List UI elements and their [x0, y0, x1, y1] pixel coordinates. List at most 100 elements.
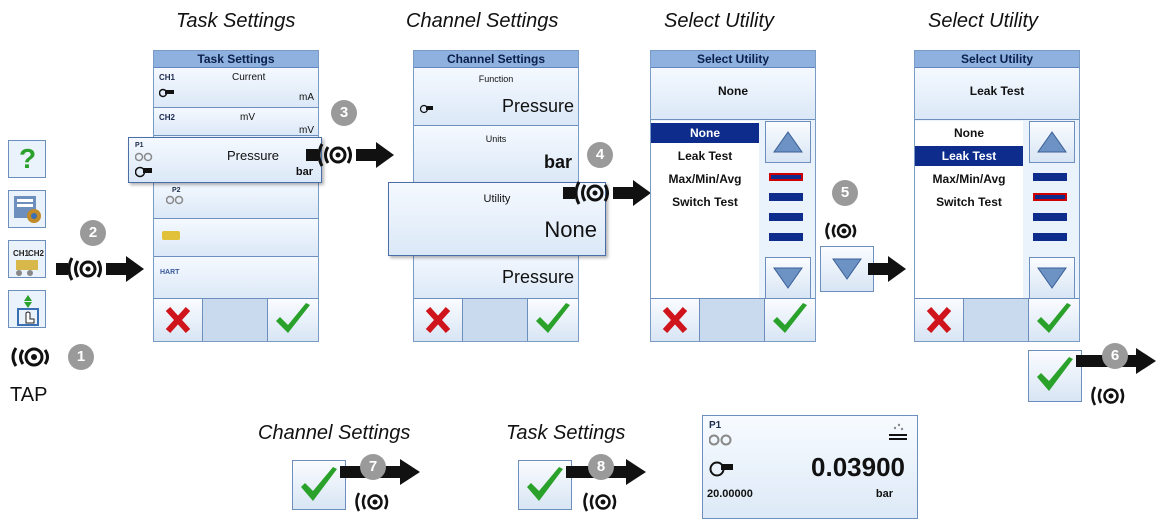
gauge-icon	[709, 461, 733, 477]
scroll-touch-button[interactable]	[8, 290, 46, 328]
ok-button-callout-7[interactable]	[292, 460, 346, 510]
check-icon	[276, 303, 310, 333]
popup-unit: bar	[295, 166, 313, 178]
function-row[interactable]: Function Pressure	[414, 68, 578, 126]
scroll-position-bar	[1033, 173, 1067, 181]
utility-option[interactable]: None	[651, 123, 759, 143]
tap-arrow-4	[563, 180, 651, 206]
utility-label: Utility	[483, 193, 511, 205]
scroll-down-button-callout[interactable]	[820, 246, 874, 292]
tap-gesture-icon	[825, 222, 857, 240]
sensor-icon	[166, 195, 184, 205]
scroll-up-button[interactable]	[765, 121, 811, 163]
tap-label: TAP	[10, 384, 48, 406]
cancel-button[interactable]	[154, 299, 203, 341]
utility-option[interactable]: Leak Test	[915, 146, 1023, 166]
check-icon	[527, 467, 563, 501]
caption-task-settings: Task Settings	[176, 10, 296, 32]
triangle-down-icon	[773, 267, 803, 289]
sidebar: ? CH1 CH2	[8, 140, 48, 340]
ch2-tag: CH2	[159, 113, 176, 122]
cancel-button[interactable]	[651, 299, 700, 341]
triangle-up-icon	[1037, 131, 1067, 153]
gauge-icon	[420, 104, 433, 114]
units-row[interactable]: Units bar	[414, 126, 578, 184]
ok-button[interactable]	[267, 299, 318, 341]
settings-button[interactable]	[8, 190, 46, 228]
step-6-badge: 6	[1102, 343, 1128, 369]
sensor-module-icon	[162, 231, 180, 240]
utility-button-bar-1	[651, 298, 815, 341]
scroll-column-1	[763, 121, 815, 301]
tap-arrow-3	[306, 142, 394, 168]
task-settings-panel: Task Settings CH1 Current mA CH2 mV mV P…	[153, 50, 319, 342]
check-icon	[1037, 357, 1073, 391]
check-icon	[1037, 303, 1071, 333]
tap-arrow-2	[56, 256, 144, 282]
scroll-up-button[interactable]	[1029, 121, 1075, 163]
current-utility-value: Leak Test	[969, 84, 1025, 98]
cross-icon	[662, 306, 688, 334]
cross-icon	[165, 306, 191, 334]
cross-icon	[425, 306, 451, 334]
utility-list-2: None Leak Test Max/Min/Avg Switch Test	[915, 121, 1023, 301]
utility-list-1: None Leak Test Max/Min/Avg Switch Test	[651, 121, 759, 301]
sensor-icon	[709, 434, 732, 446]
tap-gesture-icon	[11, 347, 49, 367]
units-label: Units	[485, 134, 507, 144]
utility-option[interactable]: Switch Test	[936, 195, 1002, 209]
ok-button[interactable]	[527, 299, 578, 341]
channels-icon: CH1 CH2	[13, 249, 45, 276]
cancel-button[interactable]	[414, 299, 463, 341]
ch1-unit: mA	[299, 92, 314, 103]
utility-button-bar-2	[915, 298, 1079, 341]
scroll-down-button[interactable]	[765, 257, 811, 299]
utility-option[interactable]: Max/Min/Avg	[932, 172, 1006, 186]
utility-option[interactable]: Max/Min/Avg	[668, 172, 742, 186]
scroll-position-bar	[769, 213, 803, 221]
task-button[interactable]: CH1 CH2	[8, 240, 46, 278]
svg-text:CH2: CH2	[28, 249, 45, 258]
check-icon	[301, 467, 337, 501]
current-utility-box: Leak Test	[915, 68, 1079, 120]
ch1-label: Current	[232, 72, 266, 83]
ch2-row[interactable]: CH2 mV mV	[154, 108, 318, 136]
bottom-value: Pressure	[501, 267, 574, 287]
cross-icon	[926, 306, 952, 334]
ok-button[interactable]	[764, 299, 815, 341]
arrow-right-5	[868, 256, 906, 282]
help-button[interactable]: ?	[8, 140, 46, 178]
tap-gesture-icon	[355, 492, 389, 512]
check-icon	[536, 303, 570, 333]
scroll-down-button[interactable]	[1029, 257, 1075, 299]
p2-row[interactable]: P2	[154, 181, 318, 219]
pressure-popup[interactable]: P1 Pressure bar	[128, 137, 322, 183]
ch1-row[interactable]: CH1 Current mA	[154, 68, 318, 108]
utility-option[interactable]: Leak Test	[677, 149, 733, 163]
ext-sensor-row[interactable]	[154, 219, 318, 257]
readout-sub-value: 20.00000	[707, 488, 753, 500]
hart-label: HART	[160, 269, 180, 276]
select-utility-panel-2: Select Utility Leak Test None Leak Test …	[914, 50, 1080, 342]
scroll-column-2	[1027, 121, 1079, 301]
scroll-position-bar	[1033, 213, 1067, 221]
utility-option[interactable]: None	[954, 126, 984, 140]
caption-channel-settings: Channel Settings	[406, 10, 559, 32]
hart-row[interactable]: HART	[154, 257, 318, 301]
task-button-bar	[154, 298, 318, 341]
ok-button-callout-8[interactable]	[518, 460, 572, 510]
task-settings-title: Task Settings	[154, 51, 318, 68]
cancel-button[interactable]	[915, 299, 964, 341]
ok-button[interactable]	[1028, 299, 1079, 341]
scroll-position-bar-active	[769, 173, 803, 181]
ok-button-callout-6[interactable]	[1028, 350, 1082, 402]
bottom-function-row[interactable]: Pressure	[414, 251, 578, 301]
function-value: Pressure	[501, 96, 574, 116]
utility-option[interactable]: Switch Test	[672, 195, 738, 209]
settings-gear-icon	[14, 196, 41, 223]
svg-text:CH1: CH1	[13, 249, 30, 258]
ch2-label: mV	[240, 112, 255, 123]
step-4-badge: 4	[587, 142, 613, 168]
step-1-badge: 1	[68, 344, 94, 370]
units-value: bar	[543, 152, 572, 172]
